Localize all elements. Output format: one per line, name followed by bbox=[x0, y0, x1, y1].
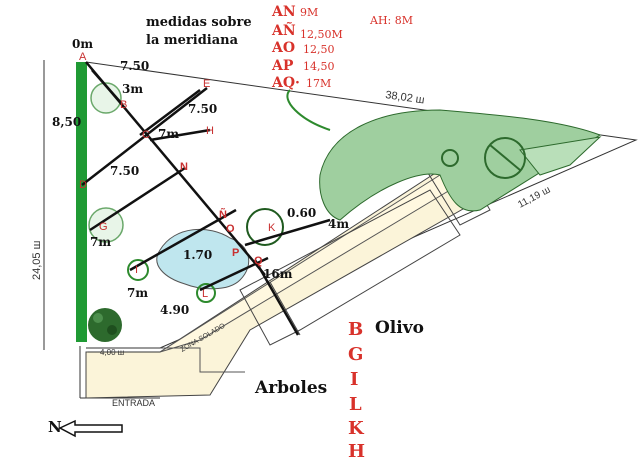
point-b: B bbox=[120, 99, 127, 111]
point-enye: Ñ bbox=[219, 208, 227, 221]
distance-list: AN 9M AÑ 12,50M AO 12,50 AP 14,50 AQ· 17… bbox=[271, 4, 343, 91]
top-edge-measure: 38,02 ш bbox=[385, 89, 426, 106]
north-label: N bbox=[48, 418, 62, 436]
measure-b-3: 3m bbox=[122, 82, 143, 96]
measure-note-line1: medidas sobre bbox=[146, 15, 252, 30]
measurements: 0m 7.50 3m 7.50 7m 8,50 7.50 7m 1.70 0.6… bbox=[52, 37, 349, 317]
tree-letter-5: H bbox=[348, 441, 365, 462]
tree-letter-0: B bbox=[348, 319, 363, 340]
measure-pond: 1.70 bbox=[183, 248, 212, 262]
right-edge-measure: 11,19 ш bbox=[516, 184, 552, 210]
west-wall bbox=[76, 62, 87, 342]
point-a: A bbox=[79, 51, 87, 63]
measure-l-490: 4.90 bbox=[160, 303, 189, 317]
measure-i-7: 7m bbox=[127, 286, 148, 300]
point-k: K bbox=[268, 222, 276, 234]
shrub-region bbox=[286, 89, 602, 221]
tree-letter-2: I bbox=[350, 369, 358, 390]
point-i: I bbox=[135, 264, 138, 276]
paved-zone bbox=[85, 169, 471, 399]
dist-value-4: 17M bbox=[306, 77, 331, 90]
tree-letter-4: K bbox=[348, 418, 365, 439]
ah-note: AH: 8M bbox=[369, 14, 413, 27]
dist-label-0: AN bbox=[271, 4, 296, 20]
point-labels: A B C D E G H I K L N Ñ O P Q bbox=[79, 51, 276, 300]
point-g: G bbox=[99, 221, 108, 233]
measure-k-060: 0.60 bbox=[287, 206, 316, 220]
point-l: L bbox=[202, 288, 208, 300]
measure-q-16: 16m bbox=[263, 267, 293, 281]
measure-g-7: 7m bbox=[90, 235, 111, 249]
arboles-label: Arboles bbox=[254, 378, 327, 398]
tree-circles bbox=[88, 82, 284, 303]
point-h: H bbox=[206, 125, 214, 137]
measure-d-n: 7.50 bbox=[110, 164, 139, 178]
point-p: P bbox=[232, 247, 239, 259]
measure-note-line2: la meridiana bbox=[146, 33, 239, 48]
olivo-label: Olivo bbox=[375, 318, 424, 338]
measure-c-h: 7.50 bbox=[188, 102, 217, 116]
tree-letter-3: L bbox=[349, 394, 362, 415]
point-o: O bbox=[226, 223, 235, 235]
meridian-lines bbox=[81, 61, 331, 336]
dist-value-3: 14,50 bbox=[303, 60, 335, 73]
north-arrow-icon bbox=[58, 419, 123, 438]
measure-zero: 0m bbox=[72, 37, 93, 51]
measure-a-e: 7.50 bbox=[120, 59, 149, 73]
point-c: C bbox=[142, 129, 150, 141]
dist-value-2: 12,50 bbox=[303, 43, 335, 56]
dist-label-2: AO bbox=[271, 40, 295, 56]
dist-label-1: AÑ bbox=[271, 20, 296, 39]
tree-letter-1: G bbox=[348, 344, 363, 365]
point-e: E bbox=[203, 78, 210, 90]
dist-value-1: 12,50M bbox=[300, 28, 343, 41]
olive-tree-bush bbox=[88, 308, 122, 342]
entrada-label: ENTRADA bbox=[112, 398, 155, 408]
tree-letter-list: B G I L K H bbox=[348, 319, 365, 462]
dist-value-0: 9M bbox=[300, 6, 318, 19]
measure-k-4: 4m bbox=[328, 217, 349, 231]
dist-label-3: AP bbox=[271, 58, 294, 74]
left-edge-measure: 24,05 ш bbox=[31, 240, 43, 280]
point-d: D bbox=[79, 179, 87, 191]
measure-c-7: 7m bbox=[158, 127, 179, 141]
point-n: N bbox=[180, 161, 188, 173]
north-arrow: N bbox=[48, 418, 123, 438]
point-q: Q bbox=[254, 255, 263, 267]
dist-label-4: AQ· bbox=[271, 75, 300, 91]
measure-left-850: 8,50 bbox=[52, 115, 81, 129]
